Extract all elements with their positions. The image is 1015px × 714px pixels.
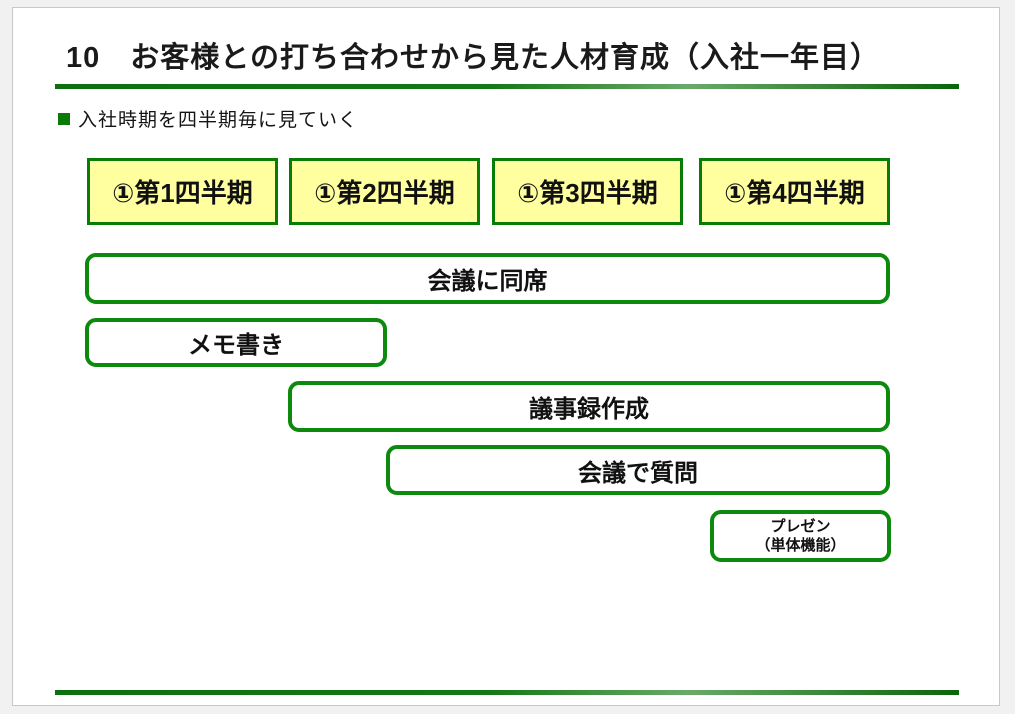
- activity-bar-minutes-writing: 議事録作成: [288, 381, 890, 432]
- bullet-square-icon: [58, 112, 70, 125]
- quarter-box-q2: ①第2四半期: [289, 158, 480, 225]
- activity-bar-note-taking: メモ書き: [85, 318, 387, 367]
- activity-bar-ask-questions: 会議で質問: [386, 445, 890, 495]
- activity-bar-presentation-line2: （単体機能）: [755, 537, 846, 554]
- quarter-box-q1: ①第1四半期: [87, 158, 278, 225]
- quarter-box-q4: ①第4四半期: [699, 158, 890, 225]
- activity-bar-presentation: プレゼン （単体機能）: [710, 510, 891, 562]
- quarter-box-q3: ①第3四半期: [492, 158, 683, 225]
- bullet-text: 入社時期を四半期毎に見ていく: [78, 110, 359, 131]
- slide-title: 10 お客様との打ち合わせから見た人材育成（入社一年目）: [66, 42, 880, 74]
- activity-bar-attend-meeting: 会議に同席: [85, 253, 890, 304]
- title-underline: [55, 84, 959, 89]
- bullet-row: 入社時期を四半期毎に見ていく: [58, 105, 358, 132]
- activity-bar-presentation-line1: プレゼン: [770, 518, 831, 535]
- footer-rule: [55, 690, 959, 695]
- slide: 10 お客様との打ち合わせから見た人材育成（入社一年目） 入社時期を四半期毎に見…: [12, 7, 1000, 706]
